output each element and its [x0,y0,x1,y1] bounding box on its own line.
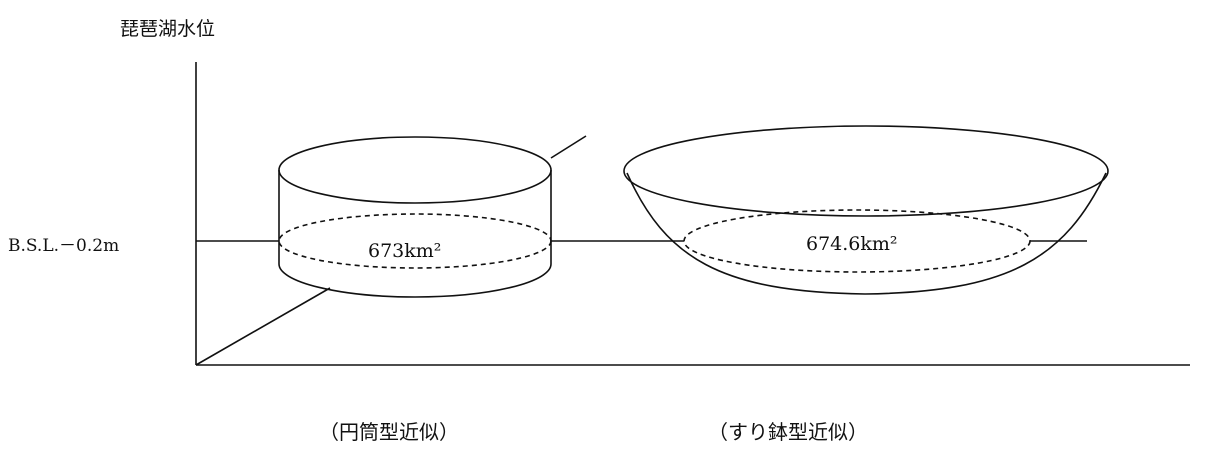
bowl-shape [623,125,1109,295]
cylinder-bottom [278,263,552,298]
cylinder-top [278,136,552,204]
cylinder-caption: （円筒型近似） [319,420,459,444]
cylinder-area-label: 673km² [368,240,441,262]
bowl-water-surface [683,209,1031,273]
cylinder-shape [278,135,587,298]
cylinder-water-surface [278,213,552,269]
bowl-top [623,125,1109,217]
depth-axis-far [550,135,587,159]
bowl-area-label: 674.6km² [806,233,898,255]
bowl-caption: （すり鉢型近似） [708,420,868,444]
bowl-body [626,172,1107,295]
depth-axis [195,287,331,366]
y-axis-title: 琵琶湖水位 [120,18,216,40]
water-level-label: B.S.L.－0.2m [8,236,120,256]
